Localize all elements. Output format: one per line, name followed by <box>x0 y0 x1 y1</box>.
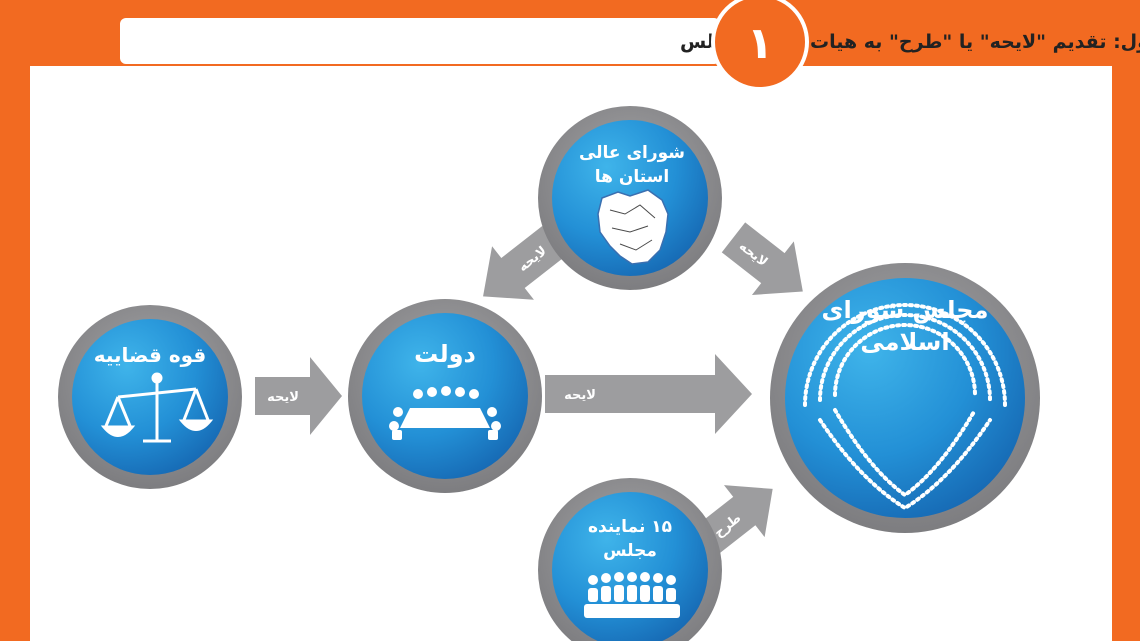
node-provinces-label-line1: شورای عالی <box>579 143 685 163</box>
parliament-seating-icon <box>803 303 1007 511</box>
arrow-judiciary-to-government: لایحه <box>255 357 342 435</box>
edge-label-judiciary-government: لایحه <box>267 390 299 405</box>
header: گام اول: تقدیم "لایحه" یا "طرح" به هیات … <box>120 0 1140 91</box>
edge-label-government-parliament: لایحه <box>564 388 596 403</box>
cabinet-meeting-icon <box>389 386 501 440</box>
node-representatives-label-line2: مجلس <box>603 541 657 561</box>
step-badge <box>711 0 809 91</box>
node-judiciary-label: قوه قضاییه <box>94 343 207 367</box>
node-disc <box>362 313 528 479</box>
node-representatives-label-line1: ۱۵ نماینده <box>588 517 672 537</box>
node-government: دولت <box>348 299 542 493</box>
node-provinces-label-line2: استان ها <box>595 167 669 187</box>
arrow-government-to-parliament: لایحه <box>545 354 752 434</box>
node-parliament: مجلس شورای اسلامی <box>770 263 1040 533</box>
arrow-provinces-to-parliament: لایحه <box>721 222 803 295</box>
arrow-representatives-to-parliament: طرح <box>696 485 773 554</box>
node-judiciary: قوه قضاییه <box>58 305 242 489</box>
node-provinces-council: شورای عالی استان ها <box>538 106 722 290</box>
scales-of-justice-icon <box>100 372 214 443</box>
header-title-box <box>120 18 720 64</box>
node-government-label: دولت <box>414 340 476 368</box>
step-number: ۱ <box>747 18 774 69</box>
node-disc <box>552 492 708 641</box>
crowd-of-people-icon <box>584 572 680 618</box>
node-parliament-label-line1: مجلس شورای <box>822 296 989 324</box>
arrow-provinces-to-government: لایحه <box>483 226 566 300</box>
node-disc <box>72 319 228 475</box>
iran-map-icon <box>597 189 669 265</box>
node-representatives: ۱۵ نماینده مجلس <box>538 478 722 641</box>
